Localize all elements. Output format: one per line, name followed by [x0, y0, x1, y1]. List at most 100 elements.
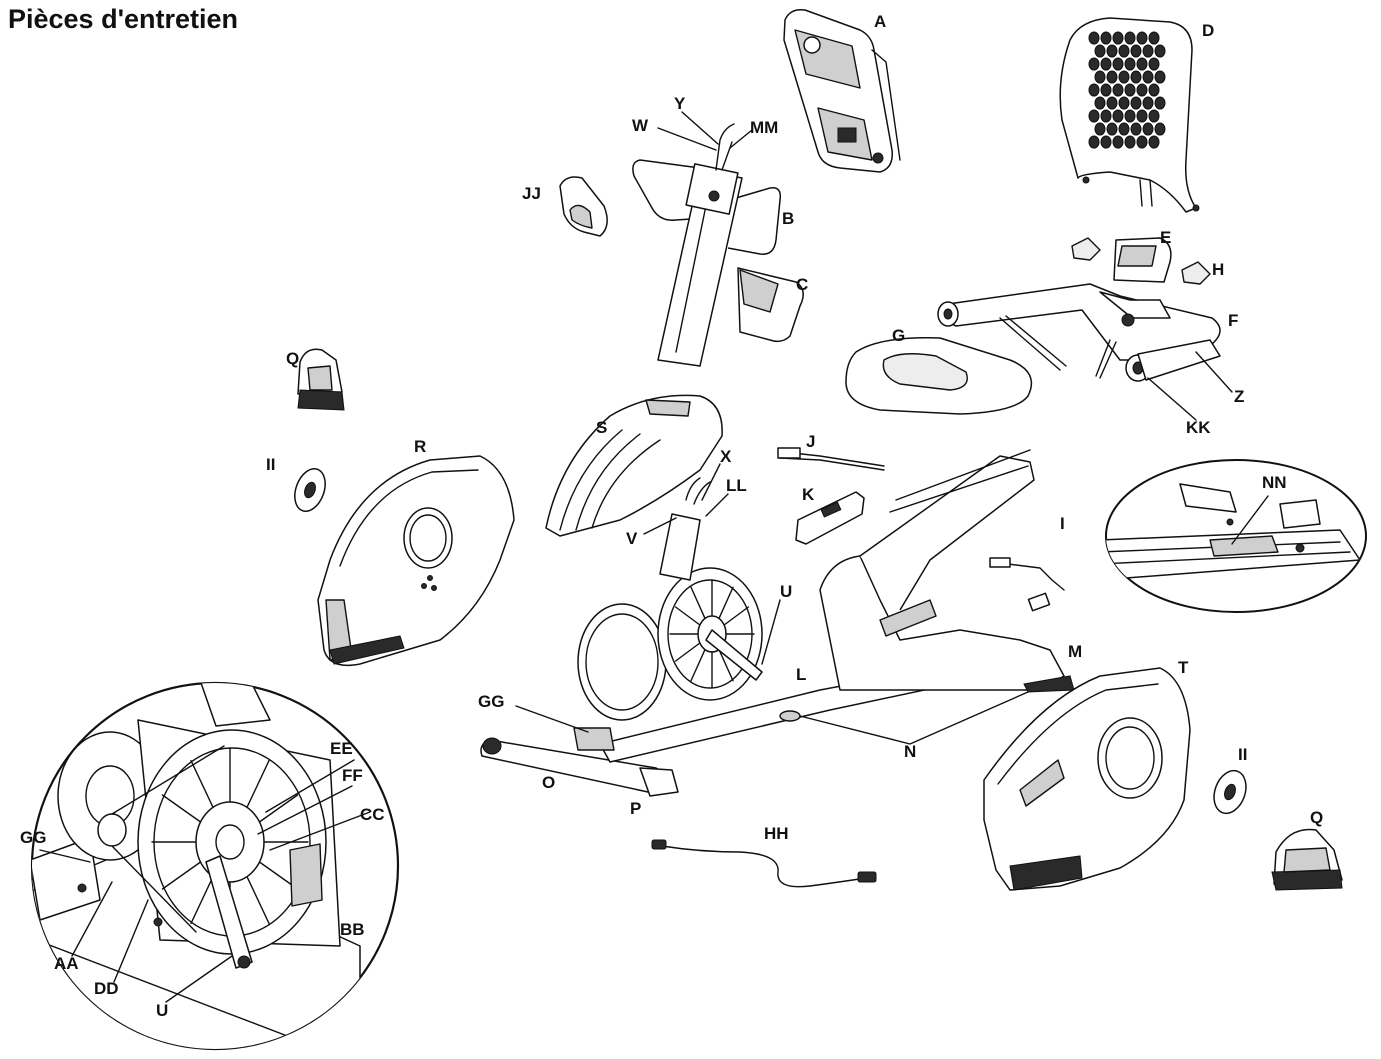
perforation: [1118, 44, 1130, 58]
perforation: [1124, 31, 1136, 45]
perforation: [1124, 109, 1136, 123]
perforation: [1136, 83, 1148, 97]
perforation: [1148, 31, 1160, 45]
perforation: [1148, 135, 1160, 149]
perforation: [1130, 44, 1142, 58]
label-k: K: [802, 485, 815, 504]
label-nn: NN: [1262, 473, 1287, 492]
perforation: [1136, 109, 1148, 123]
perforation: [1118, 122, 1130, 136]
label-x: X: [720, 447, 732, 466]
label-q-left: Q: [286, 349, 299, 368]
label-u-main: U: [780, 582, 792, 601]
spoke: [190, 875, 214, 925]
shaft-part-j: [777, 447, 885, 471]
label-ll: LL: [726, 476, 747, 495]
seat-back-part-d: [1059, 17, 1200, 213]
pedal-part-q-left: [297, 348, 345, 411]
perforation: [1142, 96, 1154, 110]
spoke: [718, 586, 734, 620]
label-ii-left: II: [266, 455, 275, 474]
perforation: [1112, 57, 1124, 71]
cover-part-c: [737, 267, 804, 343]
clip-part-h-left: [1071, 237, 1101, 261]
spoke: [690, 586, 706, 620]
spoke: [718, 648, 734, 682]
perforation: [1100, 57, 1112, 71]
perforation: [1106, 44, 1118, 58]
label-n: N: [904, 742, 916, 761]
perforation: [1094, 70, 1106, 84]
label-gg-main: GG: [478, 692, 504, 711]
label-aa: AA: [54, 954, 79, 973]
page-title: Pièces d'entretien: [8, 4, 239, 34]
perforation: [1148, 109, 1160, 123]
label-p: P: [630, 799, 641, 818]
perforation: [1142, 70, 1154, 84]
perforation: [1100, 83, 1112, 97]
label-v: V: [626, 529, 638, 548]
perforation: [1112, 31, 1124, 45]
perforation: [1130, 70, 1142, 84]
label-bb: BB: [340, 920, 365, 939]
label-i: I: [1060, 514, 1065, 533]
perforation: [1142, 44, 1154, 58]
label-y: Y: [674, 94, 686, 113]
label-s: S: [596, 418, 607, 437]
label-l: L: [796, 665, 806, 684]
spoke: [690, 648, 706, 682]
perforation: [1088, 135, 1100, 149]
spoke: [674, 606, 701, 626]
spoke: [674, 642, 701, 662]
label-w: W: [632, 116, 649, 135]
perforation: [1112, 109, 1124, 123]
perforation: [1112, 83, 1124, 97]
spoke: [246, 875, 270, 925]
perforation: [1088, 57, 1100, 71]
label-ee: EE: [330, 739, 353, 758]
label-b: B: [782, 209, 794, 228]
perforation: [1154, 122, 1166, 136]
shroud-part-s: [545, 394, 723, 537]
label-h: H: [1212, 260, 1224, 279]
label-jj: JJ: [522, 184, 541, 203]
perforation: [1106, 96, 1118, 110]
perforation: [1124, 135, 1136, 149]
disc-part-ii-right: [1213, 769, 1247, 815]
perforation: [1154, 96, 1166, 110]
label-j: J: [806, 432, 815, 451]
label-z: Z: [1234, 387, 1244, 406]
spoke: [161, 794, 202, 823]
perforation: [1124, 83, 1136, 97]
label-q-right: Q: [1310, 808, 1323, 827]
label-r: R: [414, 437, 426, 456]
perforation: [1118, 96, 1130, 110]
pedal-part-q-right: [1271, 828, 1343, 891]
part-labels: A D Y W MM JJ B E H C F G Q Z KK S R J X…: [20, 12, 1323, 1020]
cover-part-jj: [559, 176, 608, 237]
perforation: [1088, 109, 1100, 123]
shroud-part-r: [317, 455, 515, 667]
shroud-part-t: [983, 667, 1191, 891]
label-m: M: [1068, 642, 1082, 661]
seat-assembly: [845, 237, 1221, 415]
leader-lines: [39, 111, 1269, 1003]
label-o: O: [542, 773, 555, 792]
perforation: [1148, 57, 1160, 71]
perforation: [1130, 122, 1142, 136]
perforation: [1100, 31, 1112, 45]
perforation: [1088, 83, 1100, 97]
main-frame: [480, 449, 1075, 797]
perforation: [1088, 31, 1100, 45]
perforation: [1154, 70, 1166, 84]
detail-inset-nn: [1105, 459, 1367, 613]
perforation: [1094, 122, 1106, 136]
perforation: [1136, 57, 1148, 71]
label-f: F: [1228, 311, 1238, 330]
spoke: [723, 606, 750, 626]
perforation: [1118, 70, 1130, 84]
spoke: [161, 861, 202, 890]
disc-part-ii-left: [294, 468, 326, 512]
spoke: [190, 759, 214, 809]
perforation: [1094, 44, 1106, 58]
